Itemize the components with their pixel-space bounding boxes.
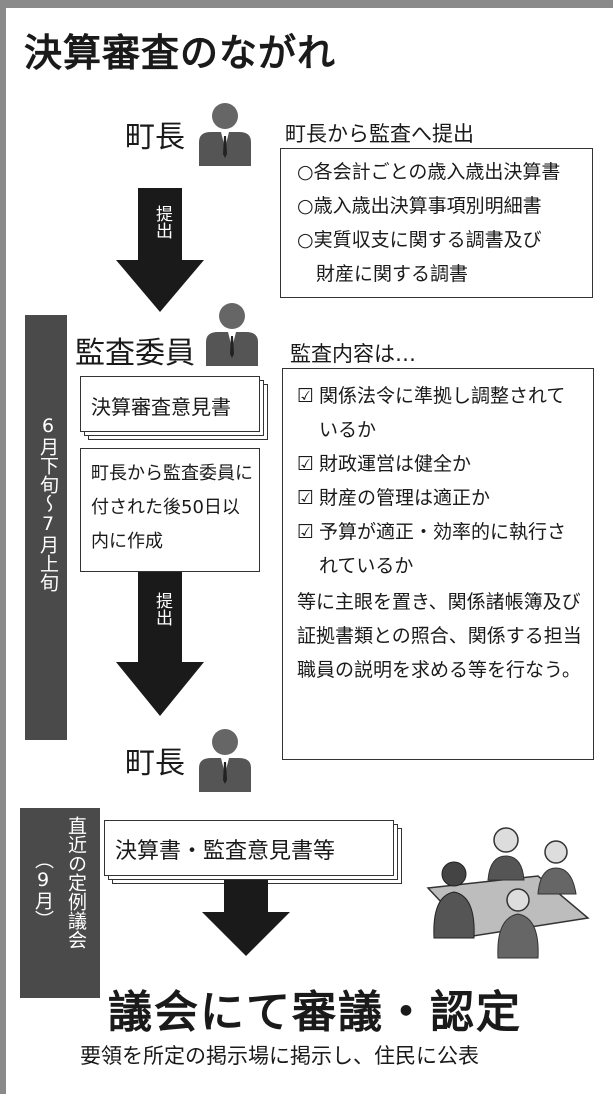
- arrow-head-icon: [116, 662, 204, 716]
- frame-top: [0, 0, 613, 8]
- mayor-submit-heading: 町長から監査へ提出: [285, 122, 474, 146]
- assembly-period-paren: （9月）: [32, 850, 54, 929]
- audit-check-item: ☑予算が適正・効率的に執行されているか: [297, 515, 583, 583]
- audit-checks-box: ☑関係法令に準拠し調整されているか ☑財政運営は健全か ☑財産の管理は適正か ☑…: [282, 368, 594, 760]
- final-docs-label: 決算書・監査意見書等: [115, 839, 336, 864]
- audit-note: 等に主眼を置き、関係諸帳簿及び証拠書類との照合、関係する担当職員の説明を求める等…: [297, 591, 582, 681]
- page-title: 決算審査のながれ: [24, 31, 337, 75]
- bottom-subtitle: 要領を所定の掲示場に掲示し、住民に公表: [80, 1044, 479, 1068]
- final-docs-box: 決算書・監査意見書等: [104, 820, 394, 876]
- mayor-docs-box: ○各会計ごとの歳入歳出決算書 ○歳入歳出決算事項別明細書 ○実質収支に関する調書…: [280, 148, 593, 298]
- audit-check-item: ☑財政運営は健全か: [297, 447, 583, 481]
- mayor-doc-item: ○実質収支に関する調書及び: [297, 229, 542, 251]
- checkbox-icon: ☑: [297, 487, 315, 509]
- assembly-period: 直近の定例議会: [65, 816, 87, 949]
- audit-check-item: ☑財産の管理は適正か: [297, 481, 583, 515]
- frame-left: [0, 0, 6, 1094]
- checkbox-icon: ☑: [297, 521, 315, 543]
- mayor-label-bottom: 町長: [125, 746, 185, 781]
- period-label: 6月下旬～7月上旬: [37, 415, 59, 592]
- checkbox-icon: ☑: [297, 385, 315, 407]
- arrow-down-icon: [224, 880, 268, 914]
- person-icon: [199, 729, 251, 792]
- arrow-down-icon: [138, 188, 182, 260]
- mayor-doc-item: ○各会計ごとの歳入歳出決算書: [297, 161, 561, 183]
- submit-label: 提出: [152, 592, 172, 626]
- checkbox-icon: ☑: [297, 453, 315, 475]
- audit-heading: 監査内容は…: [290, 342, 416, 366]
- arrow-head-icon: [116, 260, 204, 312]
- mayor-doc-item: 財産に関する調書: [297, 263, 469, 285]
- period-band: 6月下旬～7月上旬: [25, 315, 67, 740]
- person-icon: [199, 103, 251, 166]
- arrow-down-icon: [138, 572, 182, 662]
- mayor-label-top: 町長: [125, 120, 185, 155]
- bottom-title: 議会にて審議・認定: [108, 987, 522, 1038]
- arrow-head-icon: [202, 912, 290, 956]
- meeting-illustration: [426, 827, 590, 959]
- assembly-band: 直近の定例議会 （9月）: [20, 808, 100, 998]
- opinion-doc-box: 決算審査意見書: [80, 376, 260, 432]
- person-icon: [206, 303, 258, 366]
- opinion-doc-label: 決算審査意見書: [91, 395, 231, 419]
- submit-label: 提出: [152, 205, 172, 239]
- deadline-box: 町長から監査委員に付された後50日以内に作成: [80, 448, 260, 572]
- deadline-text: 町長から監査委員に付された後50日以内に作成: [91, 463, 253, 552]
- audit-check-item: ☑関係法令に準拠し調整されているか: [297, 379, 583, 447]
- mayor-doc-item: ○歳入歳出決算事項別明細書: [297, 195, 542, 217]
- auditor-label: 監査委員: [75, 336, 195, 371]
